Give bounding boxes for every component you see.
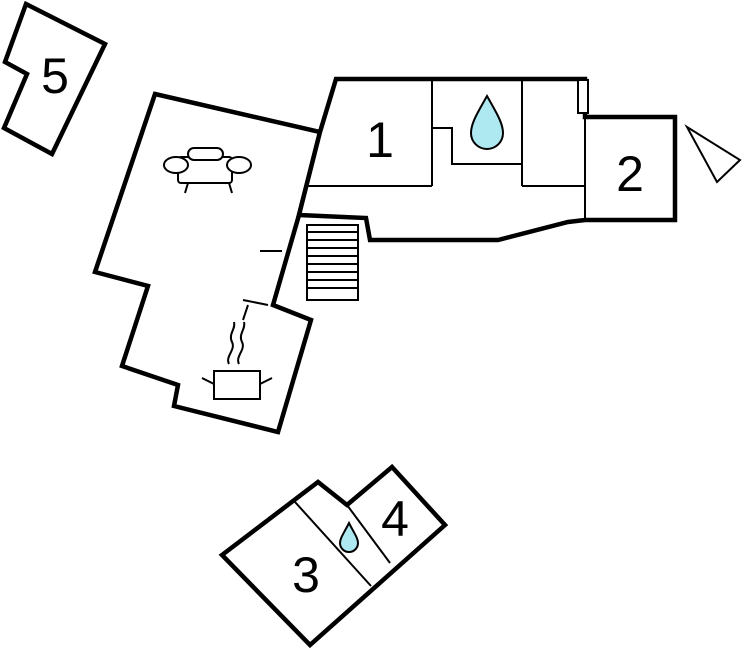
room-5-label: 5 [41, 48, 69, 104]
water-drop-icon [338, 520, 360, 553]
sofa-icon [163, 147, 252, 194]
annex: 3 4 [218, 463, 449, 649]
main-house: 1 2 [92, 76, 678, 435]
water-drop-icon [469, 93, 505, 150]
north-arrow-icon [684, 124, 742, 184]
room-2-label: 2 [616, 146, 644, 202]
annex-wall-a [294, 501, 372, 587]
annex-wall-b [346, 504, 391, 564]
room-3-label: 3 [292, 547, 320, 603]
cooking-pot-icon [201, 321, 273, 400]
room-4-label: 4 [381, 491, 409, 547]
room-1-label: 1 [366, 112, 394, 168]
room-5: 5 [1, 0, 108, 158]
interior-walls [242, 79, 589, 321]
staircase-icon [306, 224, 359, 301]
